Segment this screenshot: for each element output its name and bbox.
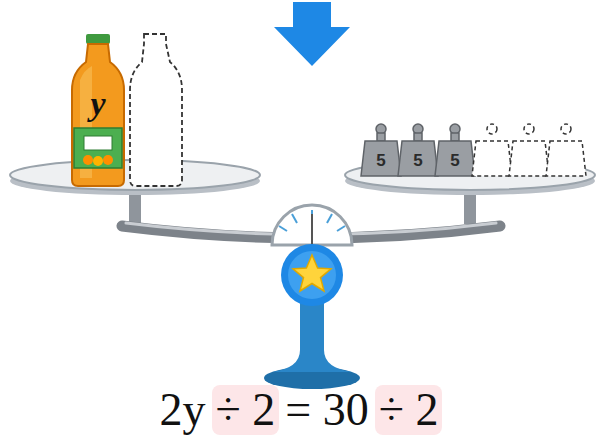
star — [293, 255, 331, 291]
bottle-variable: y — [90, 85, 105, 123]
center-ball — [281, 244, 343, 306]
equation-term: 2y — [160, 385, 206, 436]
center-ball-inner — [288, 251, 336, 299]
equation-row: 2y÷ 2= 30÷ 2 — [0, 382, 604, 438]
stand-column — [272, 300, 352, 372]
dashed-bottle — [130, 34, 182, 186]
weight-number: 5 — [376, 151, 385, 171]
weights — [361, 124, 586, 176]
juice-bottle — [72, 34, 124, 186]
dial-needle — [311, 214, 313, 245]
equation-term: = 30 — [285, 385, 368, 436]
equation-operation: ÷ 2 — [375, 385, 443, 436]
down-arrow — [274, 2, 350, 66]
weight-number: 5 — [450, 151, 459, 171]
dial — [272, 205, 352, 245]
weight-number: 5 — [413, 151, 422, 171]
equation-operation: ÷ 2 — [212, 385, 280, 436]
